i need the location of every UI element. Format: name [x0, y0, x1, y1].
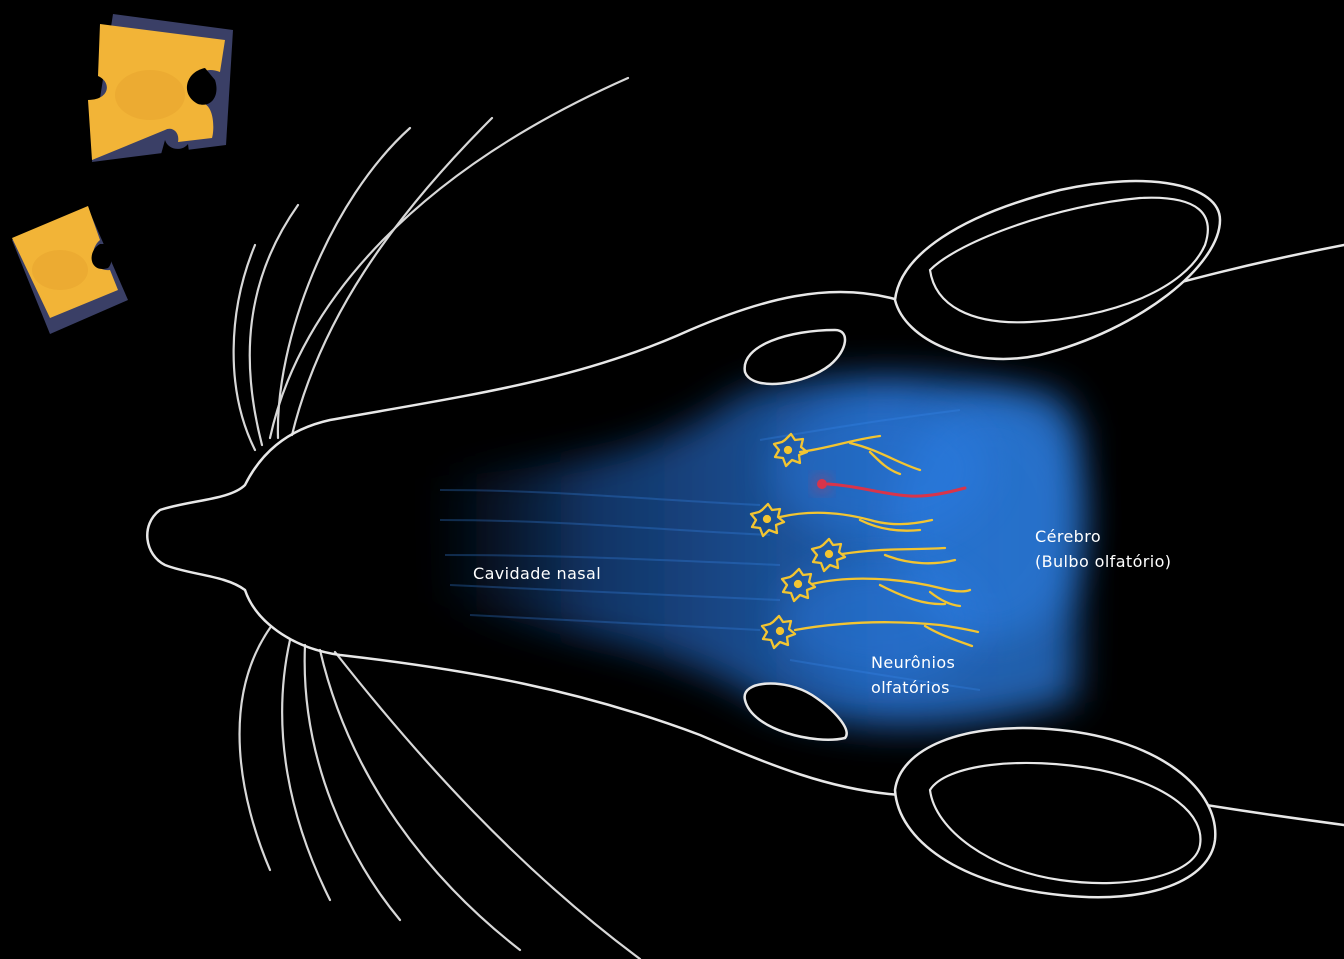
- cheese-icon: [88, 14, 233, 162]
- brain-label-line1: Cérebro: [1035, 524, 1171, 549]
- olfactory-neurons-label: Neurônios olfatórios: [871, 650, 955, 700]
- nasal-cavity-text: Cavidade nasal: [473, 564, 601, 583]
- neurons-label-line2: olfatórios: [871, 675, 955, 700]
- nasal-cavity-label: Cavidade nasal: [473, 561, 601, 586]
- neurons-label-line1: Neurônios: [871, 650, 955, 675]
- brain-label: Cérebro (Bulbo olfatório): [1035, 524, 1171, 574]
- brain-label-line2: (Bulbo olfatório): [1035, 549, 1171, 574]
